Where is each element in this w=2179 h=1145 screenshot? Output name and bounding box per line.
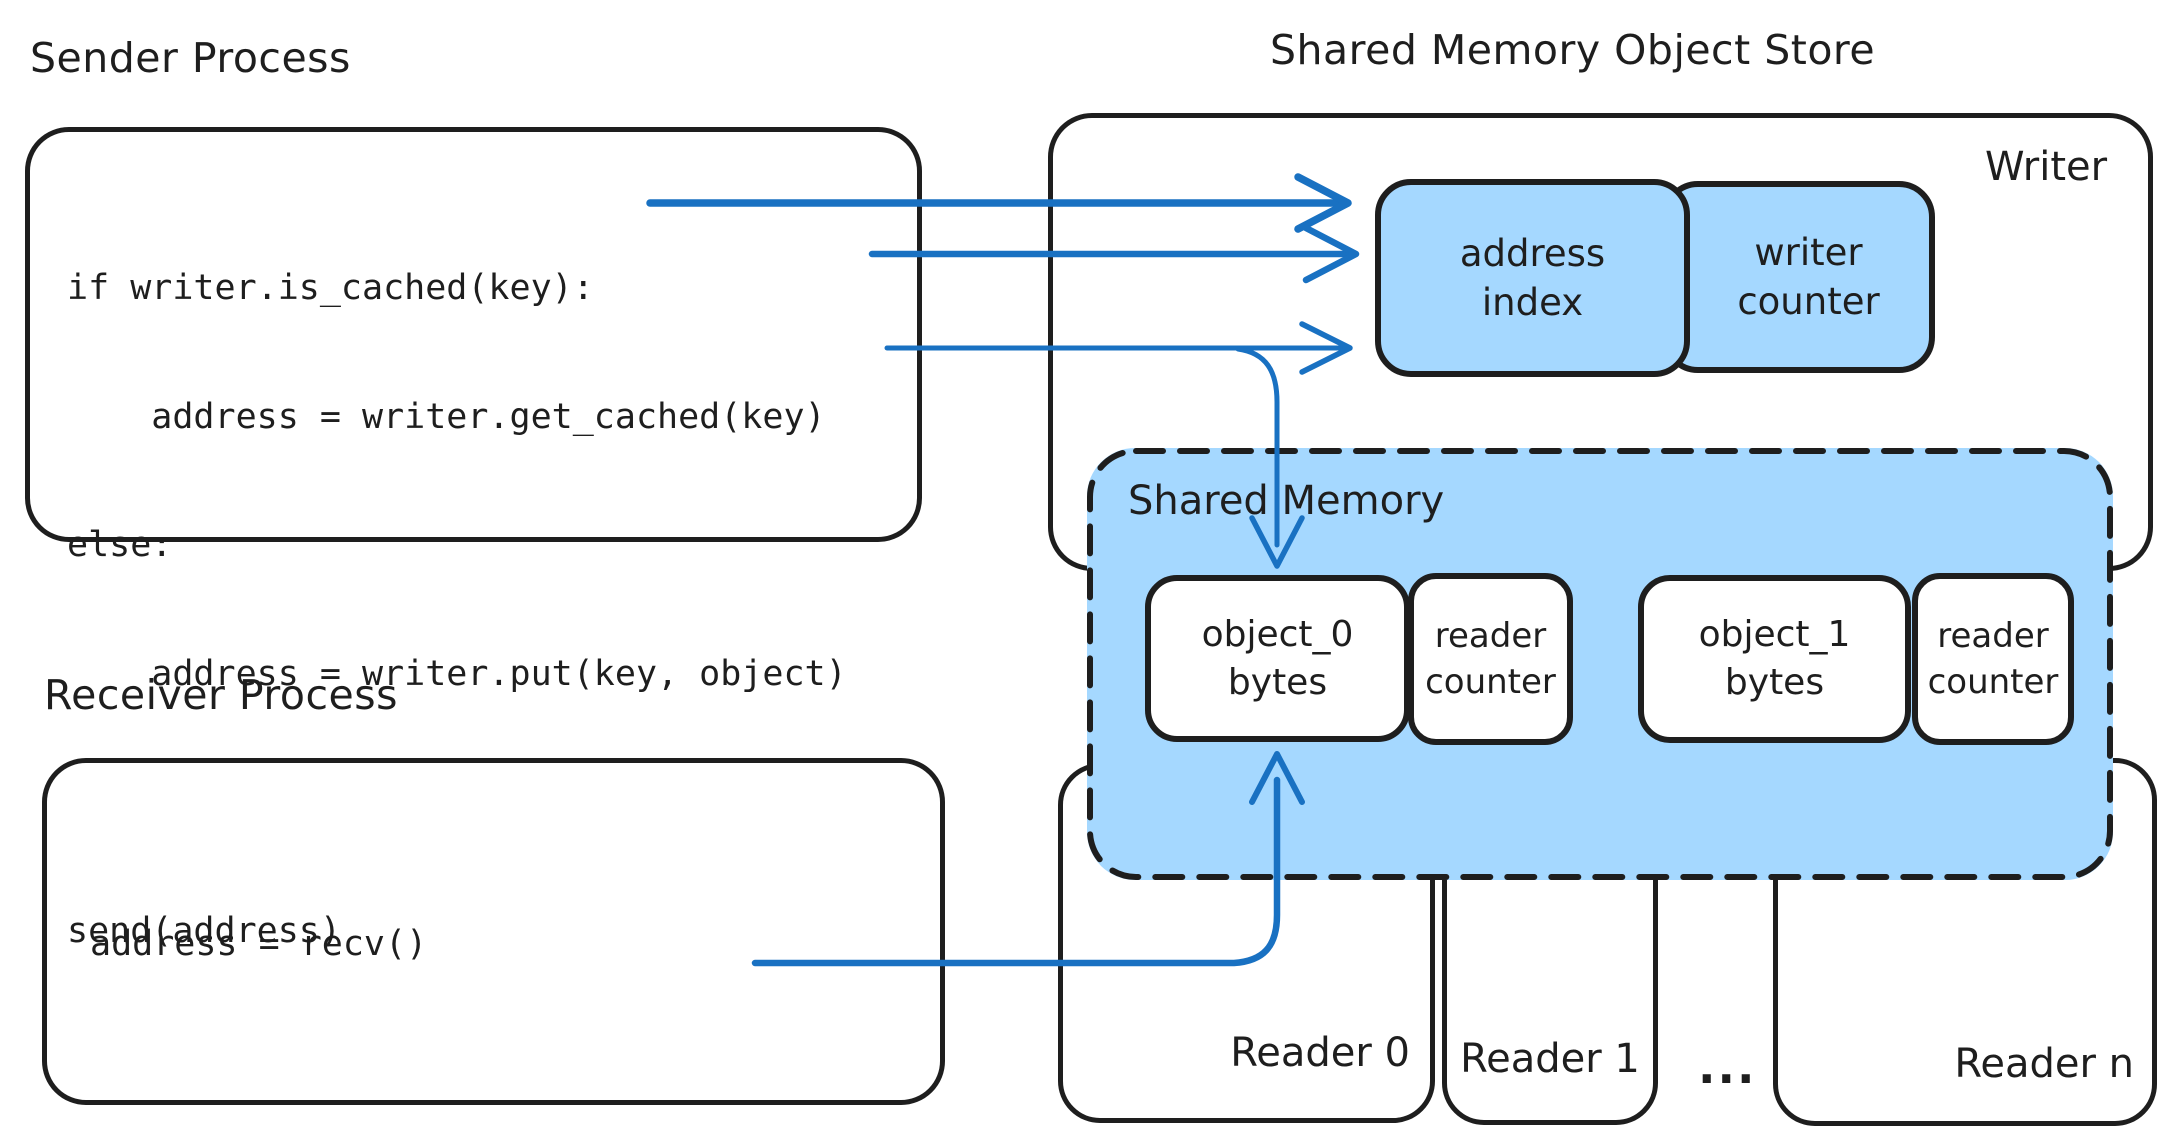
reader-counter-1-label-line1: reader xyxy=(1937,616,2049,656)
reader-1-label: Reader 1 xyxy=(1460,1036,1640,1082)
receiver-process-title: Receiver Process xyxy=(44,671,398,719)
reader-counter-1-label-line2: counter xyxy=(1927,662,2059,702)
object-0-label-line1: object_0 xyxy=(1201,613,1354,655)
code-line: else: xyxy=(67,525,173,565)
object-1-label-line1: object_1 xyxy=(1698,614,1851,655)
code-line: if writer.is_cached(key): xyxy=(67,268,594,308)
reader-counter-0-box: reader counter xyxy=(1408,573,1573,745)
address-index-label-line2: index xyxy=(1481,281,1584,324)
address-index-box: address index xyxy=(1375,179,1690,377)
reader-counter-0-label-line2: counter xyxy=(1425,662,1556,702)
writer-counter-label-line1: writer xyxy=(1754,231,1863,274)
dashed-border xyxy=(1087,448,2113,880)
sender-process-box xyxy=(25,127,922,542)
code-line xyxy=(67,778,847,827)
writer-counter-label-line2: counter xyxy=(1737,280,1880,323)
readers-ellipsis: ... xyxy=(1698,1040,1757,1094)
object-0-label-line2: bytes xyxy=(1227,661,1328,703)
sender-process-title: Sender Process xyxy=(30,34,351,82)
code-line: address = writer.put(key, object) xyxy=(67,653,847,694)
object-1-bytes-box: object_1 bytes xyxy=(1638,575,1911,743)
object-1-label-line2: bytes xyxy=(1724,662,1825,703)
writer-label: Writer xyxy=(1985,144,2108,190)
receiver-code-block: address = recv() object = reader_0.get(a… xyxy=(90,840,722,1145)
code-line: address = recv() xyxy=(90,924,428,964)
object-0-bytes-box: object_0 bytes xyxy=(1145,575,1410,742)
code-line: send(address) xyxy=(67,910,341,951)
reader-0-label: Reader 0 xyxy=(1230,1030,1410,1076)
sender-code-block: if writer.is_cached(key): address = writ… xyxy=(67,184,847,1035)
address-index-label-line1: address xyxy=(1459,232,1606,275)
writer-counter-box: writer counter xyxy=(1662,181,1935,373)
store-title: Shared Memory Object Store xyxy=(1270,26,1876,74)
reader-counter-0-label-line1: reader xyxy=(1434,616,1547,656)
reader-n-label: Reader n xyxy=(1954,1041,2134,1087)
code-line xyxy=(90,1049,722,1098)
reader-counter-1-box: reader counter xyxy=(1912,573,2074,745)
code-line: address = writer.get_cached(key) xyxy=(67,396,826,437)
shared-memory-label: Shared Memory xyxy=(1128,478,1445,524)
